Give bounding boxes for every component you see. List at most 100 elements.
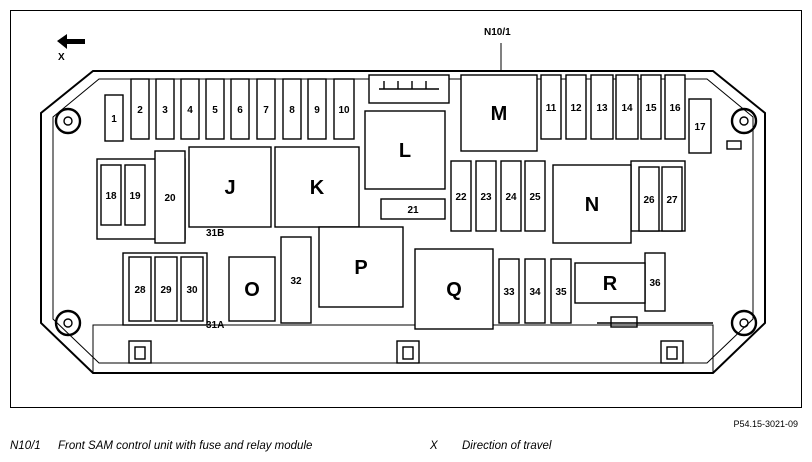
latch-clip bbox=[660, 340, 684, 364]
fuse-36: 36 bbox=[644, 252, 666, 312]
fuse-8: 8 bbox=[282, 78, 302, 140]
terminal-31b-label: 31B bbox=[206, 228, 225, 239]
figure-code: P54.15-3021-09 bbox=[733, 419, 798, 429]
fuse-23: 23 bbox=[475, 160, 497, 232]
relay-K: K bbox=[274, 146, 360, 228]
fuse-label: 20 bbox=[164, 193, 176, 204]
fuse-12: 12 bbox=[565, 74, 587, 140]
fuse-label: 28 bbox=[134, 285, 146, 296]
fuse-label: 32 bbox=[290, 276, 302, 287]
relay-J: J bbox=[188, 146, 272, 228]
fuse-label: 24 bbox=[505, 192, 517, 203]
relay-M: M bbox=[460, 74, 538, 152]
fuse-label: 8 bbox=[289, 105, 295, 116]
fuse-label: 33 bbox=[503, 287, 515, 298]
fuse-10: 10 bbox=[333, 78, 355, 140]
fuse-label: 12 bbox=[570, 103, 582, 114]
fuse-27: 27 bbox=[661, 166, 683, 232]
fuse-7: 7 bbox=[256, 78, 276, 140]
direction-marker: X bbox=[58, 52, 65, 63]
relay-label: O bbox=[244, 279, 260, 301]
fuse-1: 1 bbox=[104, 94, 124, 142]
fuse-25: 25 bbox=[524, 160, 546, 232]
fuse-label: 30 bbox=[186, 285, 198, 296]
mounting-hole bbox=[730, 309, 758, 337]
fuse-label: 23 bbox=[480, 192, 492, 203]
fuse-label: 35 bbox=[555, 287, 567, 298]
relay-label: M bbox=[491, 103, 508, 125]
fuse-19: 19 bbox=[124, 164, 146, 226]
fuse-29: 29 bbox=[154, 256, 178, 322]
relay-label: Q bbox=[446, 279, 462, 301]
fuse-5: 5 bbox=[205, 78, 225, 140]
fuse-label: 25 bbox=[529, 192, 541, 203]
fuse-30: 30 bbox=[180, 256, 204, 322]
fuse-label: 2 bbox=[137, 105, 143, 116]
fuse-label: 17 bbox=[694, 122, 706, 133]
component-id-label: N10/1 bbox=[484, 27, 511, 38]
fuse-label: 13 bbox=[596, 103, 608, 114]
fuse-18: 18 bbox=[100, 164, 122, 226]
relay-L: L bbox=[364, 110, 446, 190]
legend-key: X bbox=[430, 440, 438, 452]
relay-P: P bbox=[318, 226, 404, 308]
fuse-label: 14 bbox=[621, 103, 633, 114]
legend-key: N10/1 bbox=[10, 440, 41, 452]
fuse-35: 35 bbox=[550, 258, 572, 324]
fuse-24: 24 bbox=[500, 160, 522, 232]
fuse-label: 22 bbox=[455, 192, 467, 203]
fuse-6: 6 bbox=[230, 78, 250, 140]
fuse-4: 4 bbox=[180, 78, 200, 140]
fuse-33: 33 bbox=[498, 258, 520, 324]
fuse-13: 13 bbox=[590, 74, 614, 140]
mounting-hole bbox=[54, 309, 82, 337]
top-connector bbox=[368, 74, 450, 104]
fuse-21: 21 bbox=[380, 198, 446, 220]
fuse-22: 22 bbox=[450, 160, 472, 232]
fuse-11: 11 bbox=[540, 74, 562, 140]
relay-label: K bbox=[310, 177, 325, 199]
relay-layer: J K L M N O P Q R bbox=[188, 74, 646, 330]
fuse-28: 28 bbox=[128, 256, 152, 322]
mounting-hole bbox=[730, 107, 758, 135]
fuse-label: 6 bbox=[237, 105, 243, 116]
fuse-label: 5 bbox=[212, 105, 218, 116]
fuse-label: 16 bbox=[669, 103, 681, 114]
relay-label: P bbox=[354, 257, 367, 279]
fuse-3: 3 bbox=[155, 78, 175, 140]
fuse-label: 10 bbox=[338, 105, 350, 116]
latch-clip bbox=[396, 340, 420, 364]
latch-clip bbox=[128, 340, 152, 364]
fuse-label: 26 bbox=[643, 195, 655, 206]
fuse-label: 19 bbox=[129, 191, 141, 202]
direction-arrow-icon bbox=[57, 34, 85, 49]
fuse-2: 2 bbox=[130, 78, 150, 140]
fuse-label: 27 bbox=[666, 195, 678, 206]
fuse-label: 3 bbox=[162, 105, 168, 116]
fuse-label: 4 bbox=[187, 105, 193, 116]
fuse-label: 36 bbox=[649, 278, 661, 289]
legend-description: Front SAM control unit with fuse and rel… bbox=[58, 440, 313, 452]
relay-O: O bbox=[228, 256, 276, 322]
fuse-label: 21 bbox=[407, 205, 419, 216]
relay-N: N bbox=[552, 164, 632, 244]
terminal-31a-label: 31A bbox=[206, 320, 225, 331]
fuse-26: 26 bbox=[638, 166, 660, 232]
relay-label: J bbox=[224, 177, 235, 199]
fuse-label: 29 bbox=[160, 285, 172, 296]
fuse-label: 9 bbox=[314, 105, 320, 116]
fuse-16: 16 bbox=[664, 74, 686, 140]
fuse-32: 32 bbox=[280, 236, 312, 324]
fuse-label: 11 bbox=[546, 103, 557, 114]
fuse-9: 9 bbox=[307, 78, 327, 140]
legend-description: Direction of travel bbox=[462, 440, 552, 452]
relay-label: L bbox=[399, 140, 411, 162]
fuse-20: 20 bbox=[154, 150, 186, 244]
mounting-hole bbox=[54, 107, 82, 135]
fuse-17: 17 bbox=[688, 98, 712, 154]
fuse-label: 1 bbox=[111, 114, 117, 125]
fuse-label: 7 bbox=[263, 105, 269, 116]
relay-R: R bbox=[574, 262, 646, 304]
